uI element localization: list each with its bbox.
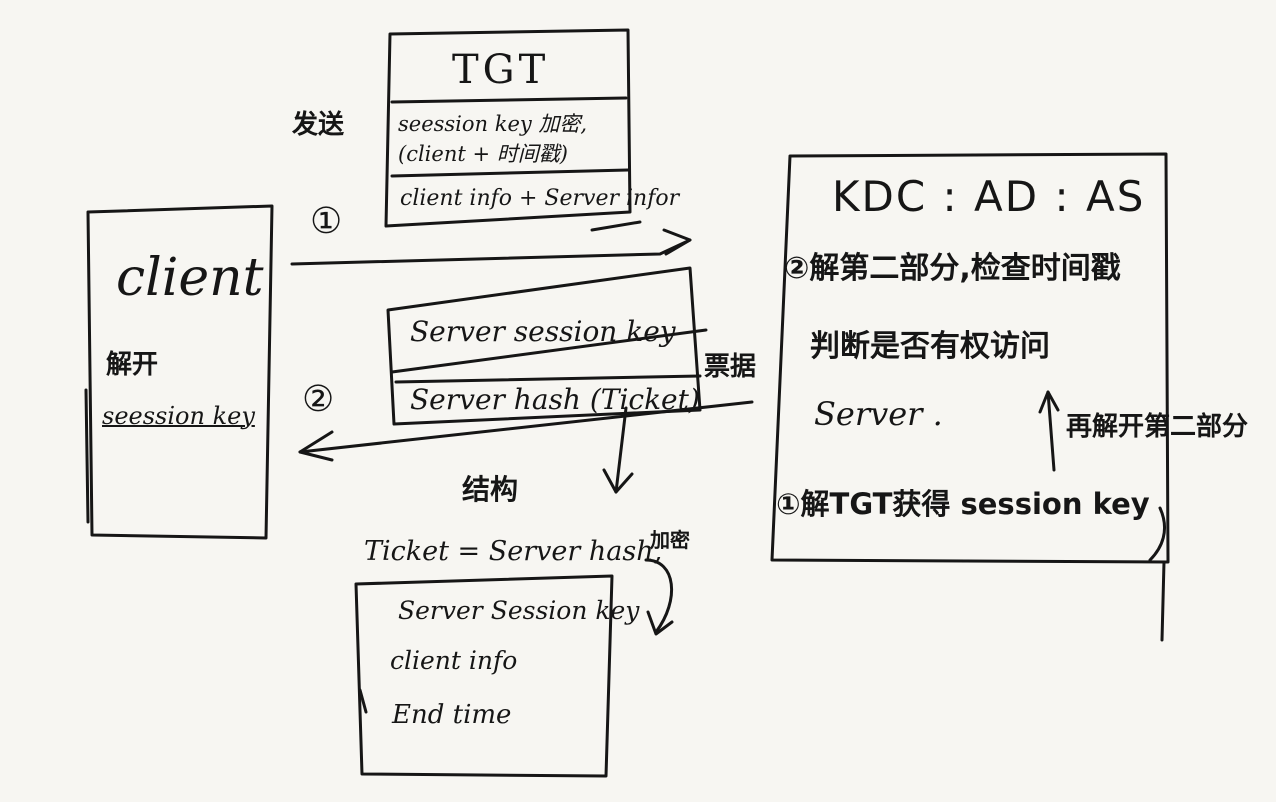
arrow-to-structure: [614, 406, 628, 494]
client-box-line: [84, 388, 90, 524]
ticket-session-key: Server Session key: [398, 596, 640, 625]
arrow-client-to-kdc: [290, 238, 692, 266]
ticket-formula: Ticket = Server hash,: [364, 536, 663, 567]
kdc-step-bracket: [1148, 506, 1166, 562]
arrow-to-structure-head: [602, 468, 634, 494]
tgt-row1-b: (client + 时间戳): [398, 142, 568, 166]
kdc-judge-line2: Server .: [814, 395, 943, 433]
step2-marker: ②: [302, 379, 335, 420]
reply-session-key: Server session key: [410, 315, 676, 348]
send-label: 发送: [292, 110, 345, 140]
arrow-kdc-to-client: [298, 400, 754, 454]
reply-server-hash: Server hash (Ticket): [410, 383, 700, 416]
ticket-box: [354, 574, 614, 778]
kdc-step1-text: ①解TGT获得 session key: [776, 487, 1150, 521]
arrow-client-to-kdc-tick: [590, 220, 642, 232]
client-title: client: [116, 248, 264, 308]
ticket-client-info: client info: [390, 646, 518, 675]
tgt-divider-1: [390, 96, 628, 104]
reply-divider-2: [394, 374, 702, 384]
structure-label: 结构: [462, 473, 519, 506]
tgt-row1-a: seession key 加密,: [398, 112, 588, 136]
tgt-divider-2: [390, 168, 630, 178]
reply-box: [386, 266, 702, 426]
arrow-client-to-kdc-head: [662, 228, 692, 256]
tgt-title: TGT: [452, 47, 550, 93]
arrow-encrypt-curve: [644, 558, 674, 634]
kdc-box: [770, 152, 1170, 564]
kdc-box-right-ext: [1160, 560, 1166, 642]
step1-marker: ①: [310, 201, 343, 242]
kdc-title: KDC : AD : AS: [832, 172, 1146, 221]
arrow-kdc-to-client-head: [298, 430, 334, 462]
tgt-box: [384, 28, 632, 228]
ticket-box-mark: [358, 688, 368, 714]
kdc-reverse-note: 再解开第二部分: [1066, 412, 1249, 442]
client-session-key-label: seession key: [102, 402, 255, 430]
arrow-reverse: [1046, 390, 1056, 472]
kdc-judge-line1: 判断是否有权访问: [810, 329, 1050, 364]
reply-divider-1: [390, 328, 708, 374]
ticket-end-time: End time: [392, 700, 512, 730]
client-decrypt-label: 解开: [106, 350, 159, 380]
arrow-reverse-head: [1038, 390, 1060, 414]
arrow-encrypt-head: [646, 610, 674, 636]
reply-ticket-label: 票据: [704, 352, 757, 382]
client-box: [86, 204, 274, 540]
ticket-encrypt-label: 加密: [650, 528, 690, 552]
kdc-step2-text: ②解第二部分,检查时间戳: [784, 251, 1121, 286]
tgt-row2: client info + Server infor: [400, 186, 680, 211]
